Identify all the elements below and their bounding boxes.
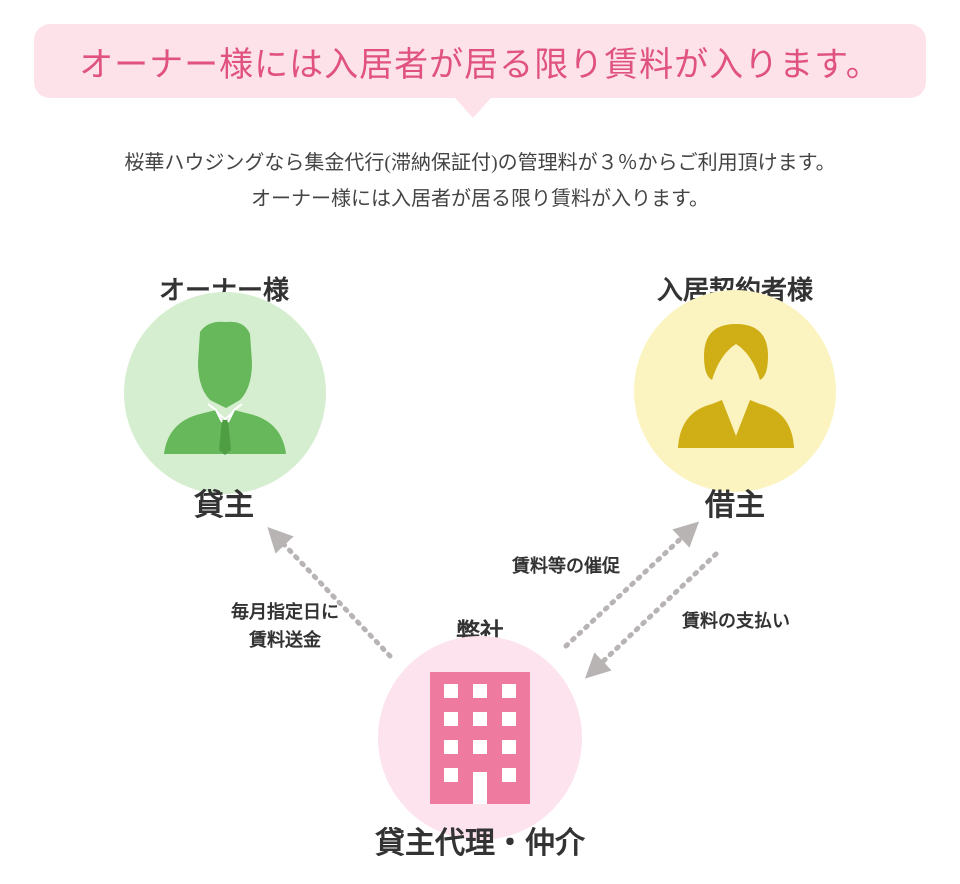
- flow-label-reminder: 賃料等の催促: [512, 556, 620, 576]
- flow-label-remittance-line1: 毎月指定日に: [231, 602, 339, 622]
- arrow-company-to-owner: [267, 526, 393, 659]
- tenant-role: 借主: [705, 489, 765, 522]
- headline-banner: オーナー様には入居者が居る限り賃料が入ります。: [34, 24, 926, 98]
- businessman-icon: [164, 321, 286, 455]
- flow-label-remittance-line2: 賃料送金: [249, 630, 321, 650]
- company-role: 貸主代理・仲介: [375, 827, 585, 860]
- arrow-tenant-to-company: [584, 551, 719, 679]
- flow-label-payment: 賃料の支払い: [682, 611, 790, 631]
- owner-role: 貸主: [194, 489, 254, 522]
- intro-line-1: 桜華ハウジングなら集金代行(滞納保証付)の管理料が３％からご利用頂けます。: [124, 152, 836, 174]
- headline-text: オーナー様には入居者が居る限り賃料が入ります。: [79, 46, 881, 84]
- intro-line-2: オーナー様には入居者が居る限り賃料が入ります。: [251, 188, 709, 210]
- office-building-icon: [430, 672, 530, 804]
- tenant-circle: [634, 290, 836, 492]
- banner-pointer: [455, 98, 491, 118]
- flow-label-remittance: 毎月指定日に 賃料送金: [200, 598, 370, 654]
- arrow-company-to-tenant: [563, 521, 700, 649]
- woman-icon: [678, 324, 794, 448]
